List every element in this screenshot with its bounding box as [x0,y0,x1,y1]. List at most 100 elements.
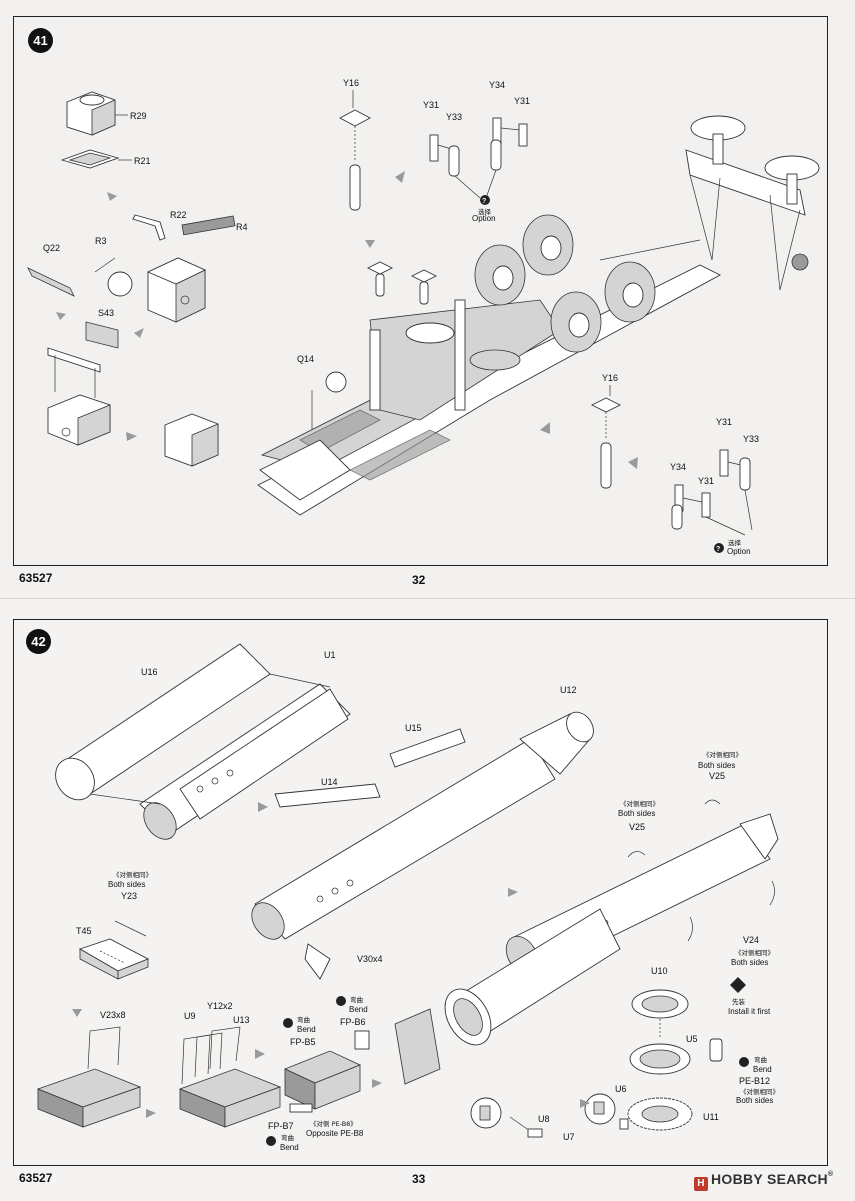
part-u10-ring [631,989,689,1019]
label-y33-right: Y33 [743,434,759,444]
label-u14: U14 [321,777,338,787]
bend-icon-2 [336,996,346,1006]
part-s43-assembly [47,321,119,446]
label-option-cn-right: 选择 [728,538,742,547]
part-y23-rod [114,920,147,937]
step-41-frame [13,16,828,566]
page-number-33: 33 [412,1172,426,1186]
arrow-6 [395,171,405,183]
part-vent-u9-u13 [178,1026,282,1128]
label-bend-cn-3: 弯曲 [281,1133,294,1142]
step-41-diagram: R29 R21 R22 R4 Q22 R3 S43 [27,78,820,556]
part-y16-right-post [600,442,612,489]
label-bend-cn-2: 弯曲 [350,995,363,1004]
label-u1: U1 [324,650,336,660]
label-u13: U13 [233,1015,250,1025]
label-q22: Q22 [43,243,60,253]
part-r29-box [66,91,116,136]
label-pe-b12: PE-B12 [739,1076,770,1086]
part-u11-gear [627,1097,693,1131]
label-v25-2: V25 [629,822,645,832]
part-q14-knob [325,371,347,393]
label-u7: U7 [563,1132,575,1142]
part-pe-b12 [709,1038,723,1062]
part-u7 [527,1128,543,1138]
label-y31-right: Y31 [716,417,732,427]
arrow-11 [72,1009,82,1017]
label-both-sides-cn-2: 《对侧相同》 [620,799,659,808]
bend-icon-1 [283,1018,293,1028]
label-bend-1: Bend [297,1025,316,1034]
label-bend-cn-1: 弯曲 [297,1015,310,1024]
label-u10: U10 [651,966,668,976]
label-t45: T45 [76,926,92,936]
label-bend-cn-4: 弯曲 [754,1055,767,1064]
label-y23: Y23 [121,891,137,901]
label-fp-b6: FP-B6 [340,1017,366,1027]
arrow-3 [134,328,144,338]
label-bend-4: Bend [753,1065,772,1074]
part-missile-assembly [251,711,594,980]
label-both-sides-5: Both sides [736,1096,773,1105]
part-box-assembly [146,257,207,323]
product-code-top: 63527 [19,571,53,585]
label-s43: S43 [98,308,114,318]
label-q14: Q14 [297,354,314,364]
option-icon-right [714,543,724,553]
arrow-15 [580,1099,590,1108]
part-y16-right-plate [590,397,622,413]
label-both-sides-cn-3: 《对侧相同》 [735,948,774,957]
label-both-sides-cn-4: 《对侧相同》 [113,870,152,879]
part-r4 [181,215,236,236]
label-v24: V24 [743,935,759,945]
label-u8: U8 [538,1114,550,1124]
label-r22: R22 [170,210,187,220]
label-v30x4: V30x4 [357,954,383,964]
outrigger-frame [685,115,820,291]
hobby-search-logo-icon: H [694,1177,708,1191]
part-vent-v23 [36,1026,142,1128]
label-u12: U12 [560,685,577,695]
label-y16-right: Y16 [602,373,618,383]
arrow-12 [146,1109,156,1118]
step-42-badge: 42 [26,629,51,654]
label-u15: U15 [405,723,422,733]
part-vent-fp [283,1050,362,1113]
part-t45-tray [78,938,150,980]
part-u6 [619,1118,629,1130]
part-q22 [27,267,75,297]
install-first-icon [730,977,746,993]
label-u9: U9 [184,1011,196,1021]
label-option-cn-top: 选择 [478,207,492,216]
label-install-cn: 先装 [732,997,746,1006]
label-r21: R21 [134,156,151,166]
label-y31-top: Y31 [423,100,439,110]
label-y12x2: Y12x2 [207,1001,233,1011]
step-41-badge: 41 [28,28,53,53]
step-42-diagram: U16 U1 U12 U15 U14 V30x4 [36,643,779,1152]
arrow-1 [107,192,117,201]
arrow-7 [540,422,550,434]
page-number-32: 32 [412,573,426,587]
svg-text:?: ? [482,198,486,205]
arrow-14 [372,1079,382,1088]
label-y16-top: Y16 [343,78,359,88]
part-y16-post [349,164,361,211]
bend-icon-3 [266,1136,276,1146]
arrow-13 [255,1049,265,1059]
part-r22 [132,214,166,241]
arrow-10 [508,888,518,897]
part-u5-base [629,1043,691,1075]
part-u1-tube [179,688,349,820]
label-both-sides-2: Both sides [618,809,655,818]
instruction-page-32: 41 R29 R21 R22 R4 Q22 R3 [0,0,855,598]
label-both-sides-cn-5: 《对侧相同》 [740,1087,779,1096]
label-y34-right: Y34 [670,462,686,472]
label-fp-b5: FP-B5 [290,1037,316,1047]
label-opposite: Opposite PE-B8 [306,1129,364,1138]
step-42-frame [13,619,828,1166]
arrow-5 [365,240,375,248]
label-fp-b7: FP-B7 [268,1121,294,1131]
label-both-sides-1: Both sides [698,761,735,770]
